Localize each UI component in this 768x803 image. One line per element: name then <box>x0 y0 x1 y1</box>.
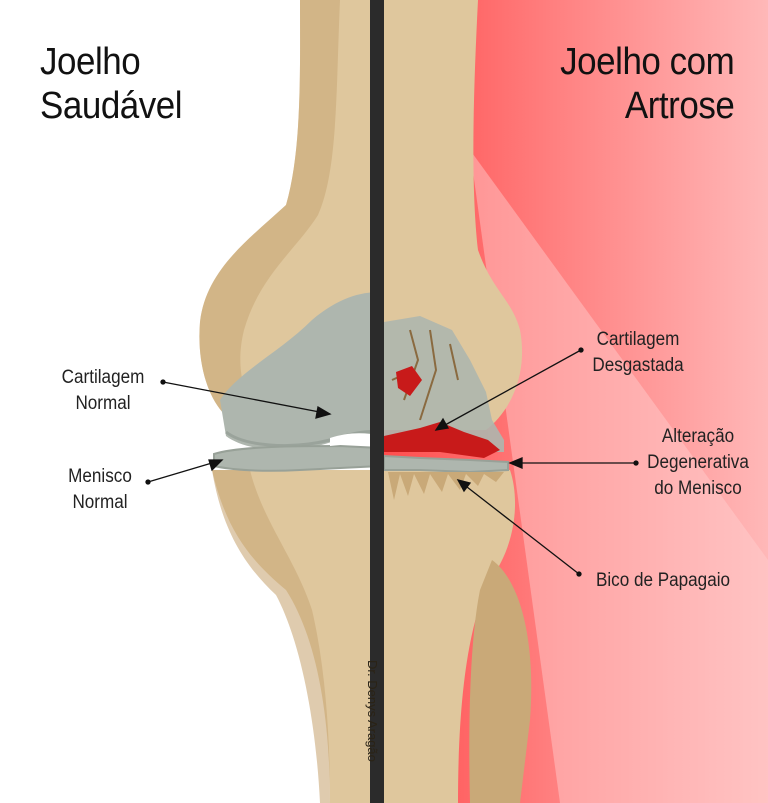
label-worn-cartilage-line2: Desgastada <box>592 355 684 376</box>
degenerated-meniscus <box>383 454 509 474</box>
dot-normal-meniscus <box>145 479 151 485</box>
femur-shading <box>199 0 340 430</box>
dot-normal-cartilage <box>160 379 166 385</box>
title-healthy-line1: Joelho <box>40 41 141 83</box>
arrowhead-meniscus-change <box>508 457 523 469</box>
femur-bone <box>199 0 523 430</box>
label-normal-meniscus-line2: Normal <box>72 492 128 513</box>
worn-cartilage <box>384 316 504 452</box>
dot-meniscus-change <box>633 460 639 466</box>
label-bone-spur: Bico de Papagaio <box>587 568 740 594</box>
label-worn-cartilage: Cartilagem Desgastada <box>584 327 692 379</box>
label-worn-cartilage-line1: Cartilagem <box>596 329 680 350</box>
joint-space <box>330 433 380 446</box>
leader-bone-spur <box>457 479 580 575</box>
label-meniscus-change: Alteração Degenerativa do Menisco <box>642 424 754 502</box>
title-arthritic-line1: Joelho com <box>559 41 735 83</box>
label-normal-cartilage-line1: Cartilagem <box>61 367 145 388</box>
tibia-bone <box>212 470 516 803</box>
cartilage-cracks <box>391 329 459 421</box>
author-credit: Dr. Denys Aragão <box>365 660 380 762</box>
leader-normal-cartilage <box>162 381 331 415</box>
cartilage-damage <box>384 422 500 458</box>
label-meniscus-change-line2: Degenerativa <box>647 452 749 473</box>
cartilage-damage-spot <box>396 366 422 396</box>
arrowhead-worn-cartilage <box>434 417 450 431</box>
inflammation-highlight <box>470 150 768 803</box>
label-meniscus-change-line1: Alteração <box>661 426 735 447</box>
label-normal-cartilage-line2: Normal <box>75 393 131 414</box>
bone-spurs <box>388 472 504 500</box>
title-healthy-knee: Joelho Saudável <box>40 40 183 128</box>
divider-line <box>370 0 384 803</box>
label-meniscus-change-line3: do Menisco <box>654 478 742 499</box>
title-healthy-line2: Saudável <box>40 85 183 127</box>
arrowhead-normal-cartilage <box>315 405 332 419</box>
dot-bone-spur <box>576 571 582 577</box>
title-arthritic-knee: Joelho com Artrose <box>559 40 735 128</box>
label-normal-meniscus-line1: Menisco <box>68 466 132 487</box>
dot-worn-cartilage <box>578 347 584 353</box>
arrowhead-bone-spur <box>456 479 472 493</box>
healthy-cartilage <box>220 292 380 451</box>
tibia-shading <box>212 470 330 803</box>
fibula-bone <box>469 560 532 803</box>
label-bone-spur-text: Bico de Papagaio <box>595 570 731 591</box>
arrowhead-normal-meniscus <box>208 459 224 472</box>
leader-lines <box>145 347 639 577</box>
leader-worn-cartilage <box>435 349 582 431</box>
healthy-meniscus <box>213 444 381 472</box>
title-arthritic-line2: Artrose <box>624 85 735 127</box>
label-normal-meniscus: Menisco Normal <box>55 464 145 516</box>
label-normal-cartilage: Cartilagem Normal <box>54 365 153 417</box>
healthy-cartilage-edge <box>225 430 381 448</box>
